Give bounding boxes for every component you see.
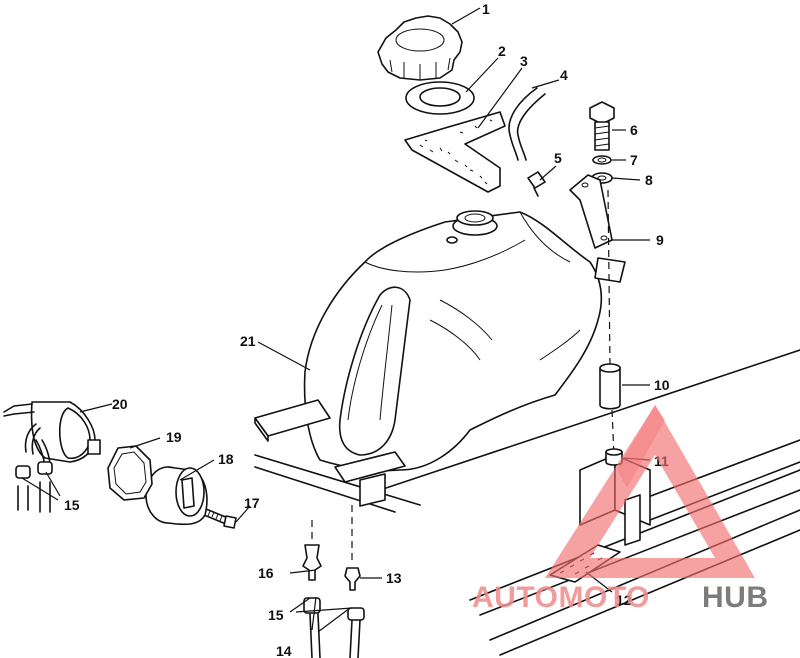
callout-5: 5 bbox=[554, 150, 562, 166]
watermark-triangle-logo bbox=[545, 405, 755, 578]
left-hose-clamps bbox=[15, 461, 53, 513]
callout-14: 14 bbox=[276, 643, 292, 658]
callout-15-left: 15 bbox=[64, 497, 80, 513]
callout-15-lower: 15 bbox=[268, 607, 284, 623]
callout-9: 9 bbox=[656, 232, 664, 248]
callout-6: 6 bbox=[630, 122, 638, 138]
fuel-tank bbox=[254, 210, 626, 507]
automotohub-watermark: AUTOMOTO HUB bbox=[472, 405, 769, 614]
watermark-word-automoto: AUTOMOTO bbox=[472, 581, 650, 614]
callout-13: 13 bbox=[386, 570, 402, 586]
callout-16: 16 bbox=[258, 565, 274, 581]
alignment-lines bbox=[311, 189, 615, 565]
pump-gasket bbox=[107, 445, 153, 501]
callout-19: 19 bbox=[166, 429, 182, 445]
callout-10: 10 bbox=[654, 377, 670, 393]
watermark-word-hub: HUB bbox=[702, 581, 769, 614]
lower-hoses bbox=[303, 597, 365, 658]
fuel-pump-body bbox=[145, 466, 208, 526]
callout-21: 21 bbox=[240, 333, 256, 349]
cap-gasket bbox=[405, 81, 475, 115]
callout-20: 20 bbox=[112, 396, 128, 412]
drain-fittings bbox=[302, 544, 361, 591]
callout-7: 7 bbox=[630, 152, 638, 168]
foam-pad bbox=[404, 111, 506, 193]
bolt-assembly bbox=[589, 101, 615, 184]
leader-lines bbox=[21, 7, 651, 633]
callout-2: 2 bbox=[498, 43, 506, 59]
callout-4: 4 bbox=[560, 67, 568, 83]
vent-fitting bbox=[527, 171, 546, 197]
callout-8: 8 bbox=[645, 172, 653, 188]
spacer-sleeve bbox=[599, 363, 621, 410]
callout-1: 1 bbox=[482, 1, 490, 17]
fuel-cap bbox=[377, 15, 463, 81]
vent-hose bbox=[508, 87, 546, 161]
callout-17: 17 bbox=[244, 495, 260, 511]
fuel-filter bbox=[3, 401, 101, 467]
callout-12: 12 bbox=[616, 592, 632, 608]
mounting-screw bbox=[203, 508, 237, 529]
callout-numbers: 1 2 3 4 5 6 7 8 9 10 11 12 13 14 15 15 1… bbox=[64, 1, 670, 658]
callout-3: 3 bbox=[520, 53, 528, 69]
callout-18: 18 bbox=[218, 451, 234, 467]
tank-bracket bbox=[569, 174, 613, 249]
